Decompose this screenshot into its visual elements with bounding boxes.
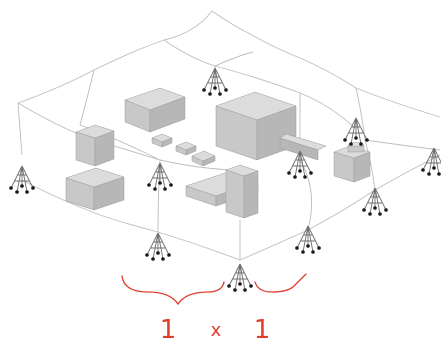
tripod-support [145, 232, 171, 261]
module-box [333, 142, 371, 183]
tripod-support [147, 162, 173, 191]
left-brace [121, 275, 225, 306]
tripod-support [362, 187, 388, 216]
tripod-support [343, 117, 369, 146]
dimension-right-value: 1 [254, 315, 271, 343]
tripod-support [295, 225, 321, 254]
module-box [124, 87, 186, 133]
tripod-support [421, 147, 441, 176]
dimension-left-value: 1 [160, 315, 177, 343]
module-corridor [279, 133, 327, 161]
tripod-support [9, 165, 35, 194]
modules [65, 87, 371, 219]
tripod-support [287, 150, 313, 179]
module-box [75, 124, 115, 167]
module-box [185, 164, 259, 219]
dimension-separator: x [211, 320, 222, 341]
module-box [215, 91, 297, 161]
right-brace [254, 273, 307, 293]
module-connector [151, 133, 216, 167]
tripod-supports [9, 67, 441, 292]
tripod-support [202, 67, 228, 96]
dimension-braces [121, 273, 307, 306]
tripod-support [227, 263, 253, 292]
module-box [65, 167, 125, 211]
